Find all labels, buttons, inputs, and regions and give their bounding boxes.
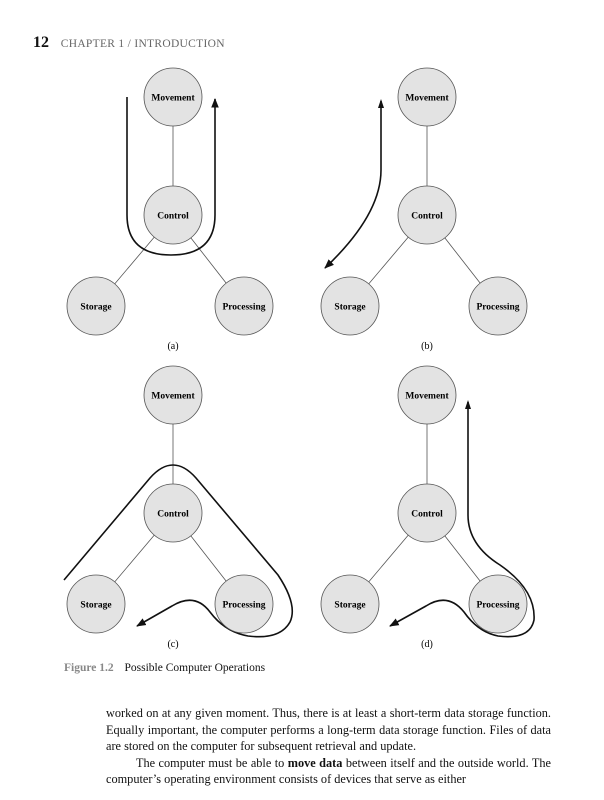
connector-line [444,535,481,582]
storage-node [66,574,126,634]
connector-line [190,237,227,284]
movement-label: Movement [405,392,449,402]
paragraph: worked on at any given moment. Thus, the… [106,706,551,753]
control-node [143,185,203,245]
body-text: worked on at any given moment. Thus, the… [106,705,551,788]
storage-node [66,276,126,336]
processing-node [214,574,274,634]
data-flow-arrow [324,101,382,269]
storage-label: Storage [80,601,111,611]
caption-text: Possible Computer Operations [124,662,266,674]
connector-line [368,534,409,583]
control-node [397,483,457,543]
data-flow-arrow [389,402,535,638]
connector-line [114,534,155,583]
processing-label: Processing [222,303,265,313]
connector-line [114,236,155,285]
arrowhead-icon [378,99,384,108]
connector-line [190,535,227,582]
data-flow-arrow [126,97,219,256]
control-node [397,185,457,245]
arrowhead-icon [465,400,471,409]
storage-label: Storage [80,303,111,313]
processing-label: Processing [222,601,265,611]
movement-node [143,365,203,425]
movement-label: Movement [151,94,195,104]
text-run: The computer must be able to [136,755,288,770]
connector-line [444,237,481,284]
running-head: CHAPTER 1 / INTRODUCTION [60,38,225,50]
storage-node [320,574,380,634]
storage-label: Storage [334,601,365,611]
connector-line [368,236,409,285]
processing-label: Processing [476,601,519,611]
storage-label: Storage [334,303,365,313]
figure-caption: Figure 1.2 Possible Computer Operations [64,662,265,674]
movement-label: Movement [151,392,195,402]
storage-node [320,276,380,336]
control-label: Control [411,510,443,520]
control-label: Control [157,212,189,222]
processing-node [214,276,274,336]
caption-label: Figure 1.2 [64,662,114,674]
movement-node [397,365,457,425]
page-number: 12 [33,34,49,51]
control-label: Control [411,212,443,222]
text-run: between itself and the outside world. Th… [106,755,551,787]
control-label: Control [157,510,189,520]
running-header: 12 CHAPTER 1 / INTRODUCTION [33,34,225,52]
processing-node [468,574,528,634]
data-flow-arrow [63,464,294,638]
paragraph: The computer must be able to move data b… [106,755,551,788]
panel-label: (d) [421,639,433,650]
processing-node [468,276,528,336]
panel-label: (a) [167,341,178,352]
panel-label: (b) [421,341,433,352]
movement-node [397,67,457,127]
processing-label: Processing [476,303,519,313]
movement-label: Movement [405,94,449,104]
movement-node [143,67,203,127]
panel-label: (c) [167,639,178,650]
control-node [143,483,203,543]
bold-term: move data [287,755,343,770]
